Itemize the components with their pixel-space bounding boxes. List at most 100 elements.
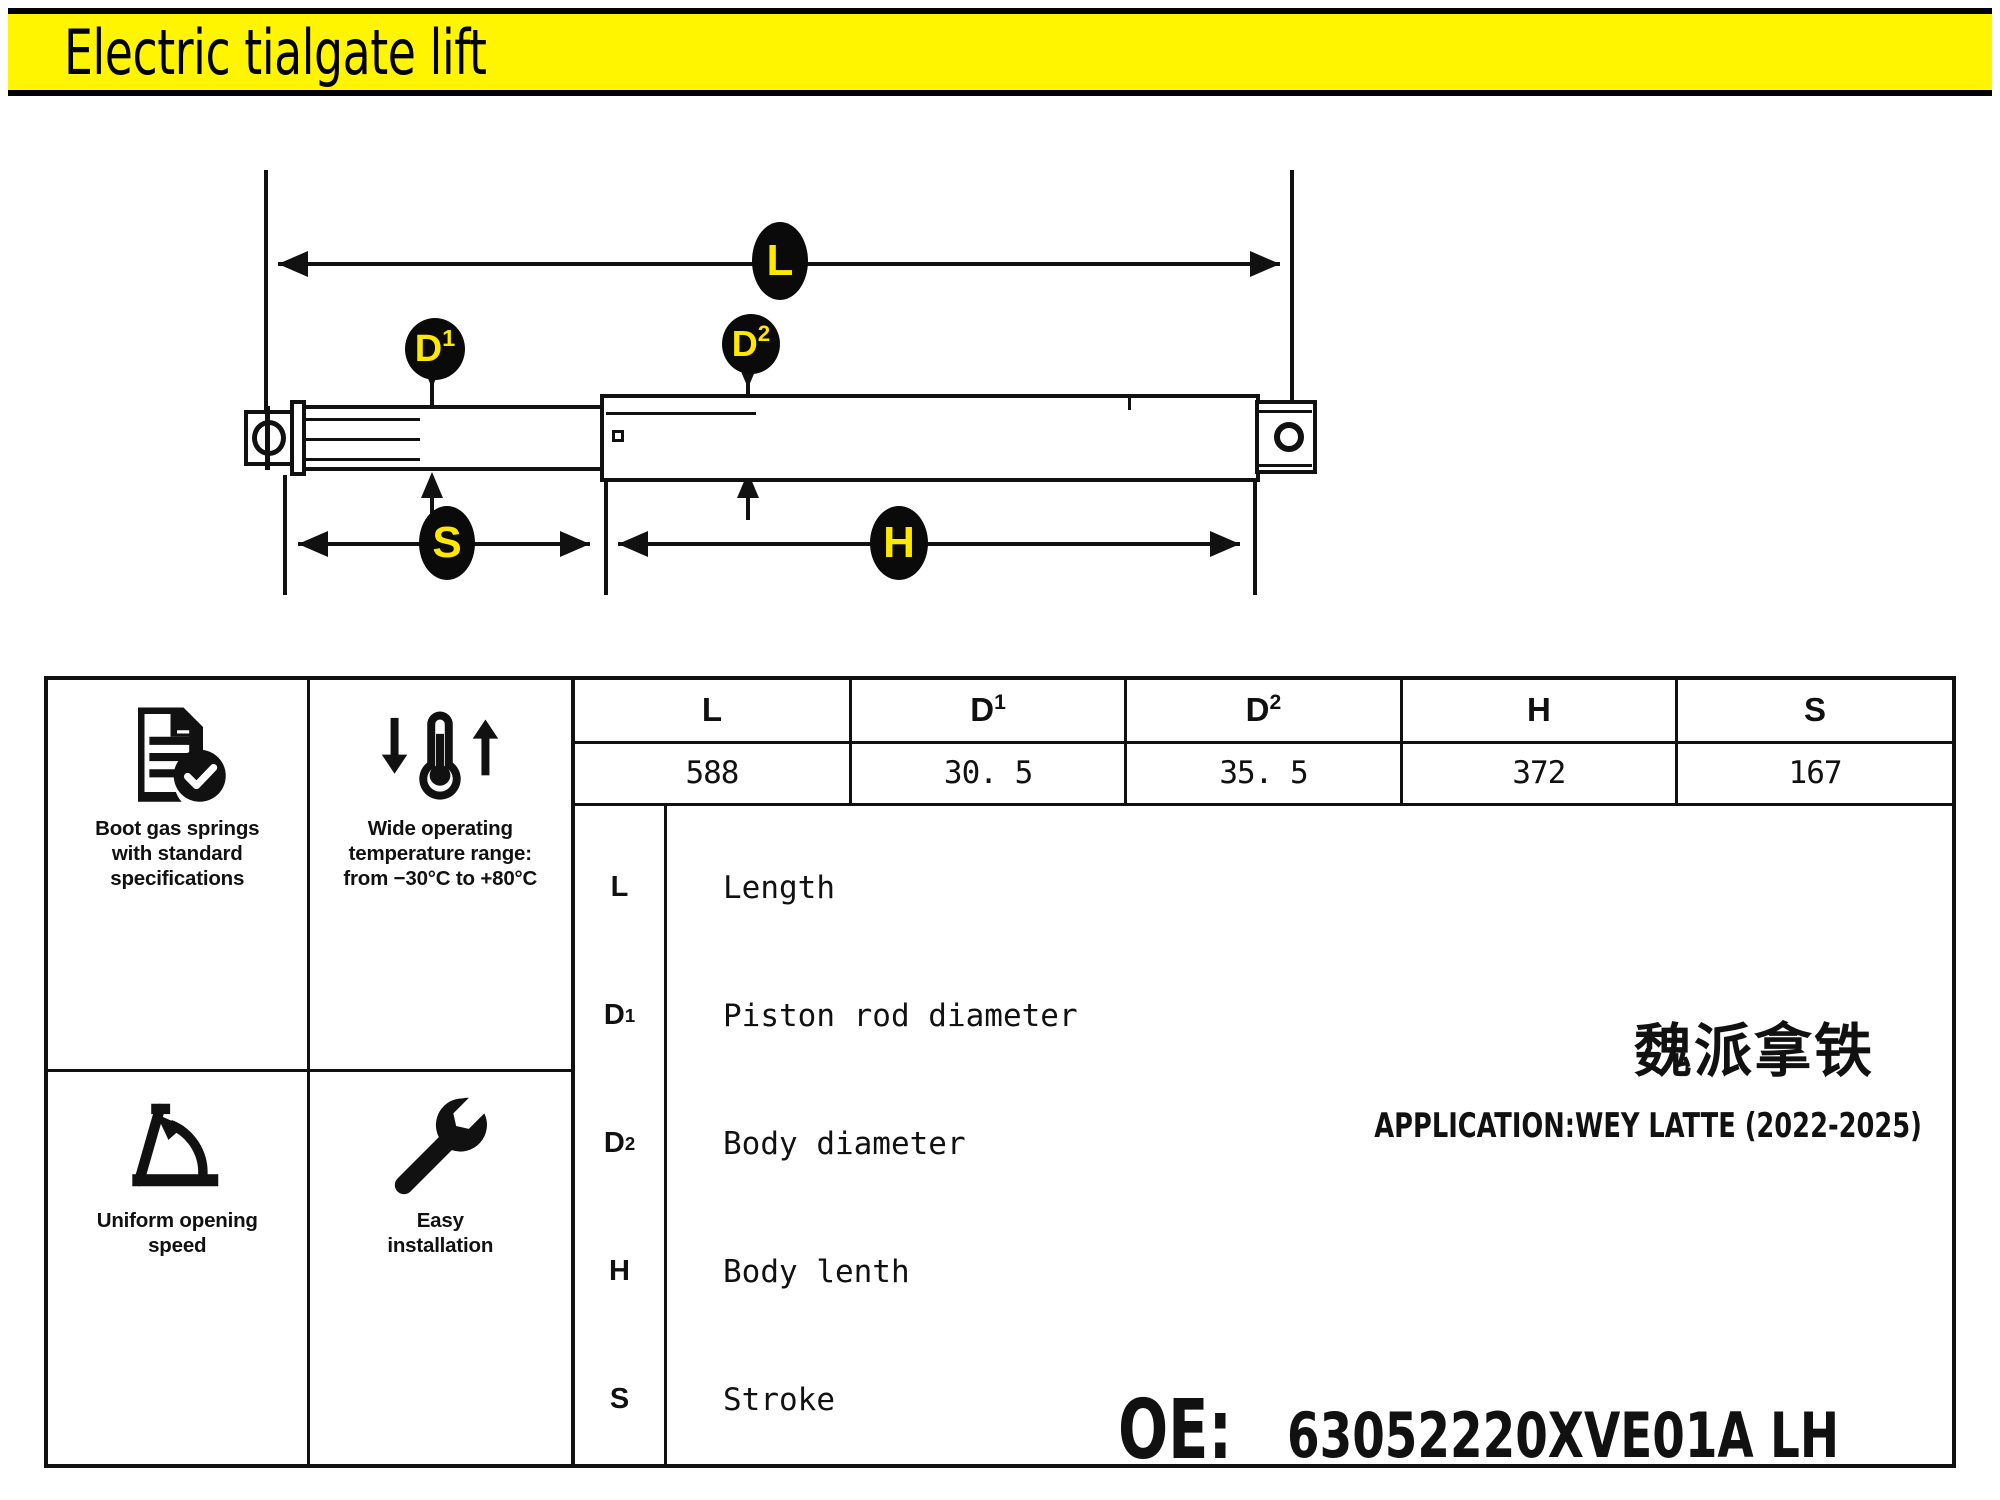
badge-length: L xyxy=(752,222,808,300)
spec-value-s: 167 xyxy=(1675,740,1952,806)
feature-grid: Boot gas springs with standard specifica… xyxy=(48,680,575,1464)
legend-description-column: Length Piston rod diameter Body diameter… xyxy=(667,806,1952,1472)
oe-value: 63052220XVE01A LH xyxy=(1286,1398,1839,1472)
arrow-right-body-length xyxy=(1210,531,1240,557)
brand-name-chinese: 魏派拿铁 xyxy=(1633,1016,1874,1085)
legend-key-h: H xyxy=(575,1208,664,1336)
spec-and-legend: L D1 D2 H S 588 30. 5 35. 5 372 167 xyxy=(575,680,1952,1472)
legend-key-d1-sup: 1 xyxy=(624,1004,636,1026)
angle-open-icon xyxy=(122,1086,232,1204)
cylinder-port-marker xyxy=(612,430,624,442)
spec-table-value-row: 588 30. 5 35. 5 372 167 xyxy=(575,740,1952,806)
extension-line-right-overall xyxy=(1290,170,1294,460)
title-banner: Electric tialgate lift xyxy=(8,8,1992,96)
feature-uniform-opening: Uniform opening speed xyxy=(48,1072,310,1464)
legend-desc-length: Length xyxy=(723,869,835,906)
arrow-up-d1 xyxy=(421,472,443,498)
legend-key-d2-base: D xyxy=(603,1127,625,1160)
feature-label-uniform-opening: Uniform opening speed xyxy=(96,1209,258,1257)
badge-length-text: L xyxy=(766,236,794,285)
dimension-line-body-length xyxy=(618,542,1240,546)
cylinder-seam xyxy=(606,412,756,415)
feature-easy-installation: Easy installation xyxy=(310,1072,572,1464)
badge-body-length-text: H xyxy=(883,518,915,567)
badge-d2-base: D xyxy=(731,323,758,364)
spec-header-s-base: S xyxy=(1804,691,1827,729)
leader-line-d1-lower xyxy=(430,485,434,517)
spec-header-l-base: L xyxy=(701,691,723,729)
badge-stroke-text: S xyxy=(432,518,462,567)
spec-header-d1-base: D xyxy=(970,691,995,729)
right-fitting-stripe-1 xyxy=(1258,410,1312,413)
badge-body-length: H xyxy=(870,506,928,580)
extension-line-right-body xyxy=(1253,475,1257,595)
spec-value-h: 372 xyxy=(1399,740,1679,806)
specification-panel: Boot gas springs with standard specifica… xyxy=(44,676,1956,1472)
arrow-right-length xyxy=(1250,251,1280,277)
rod-stripe-1 xyxy=(300,418,420,421)
cylinder-body xyxy=(600,394,1260,482)
arrow-right-stroke xyxy=(560,531,590,557)
legend-key-s: S xyxy=(575,1336,664,1464)
arrow-left-stroke xyxy=(298,531,328,557)
legend-desc-piston-rod-diameter: Piston rod diameter xyxy=(723,997,1078,1034)
spec-value-d1: 30. 5 xyxy=(848,740,1128,806)
legend-key-s-base: S xyxy=(609,1383,630,1416)
legend-desc-body-diameter: Body diameter xyxy=(723,1125,966,1162)
right-fitting-stripe-2 xyxy=(1258,464,1312,467)
spec-value-l: 588 xyxy=(575,740,852,806)
spec-table-header-row: L D1 D2 H S xyxy=(575,680,1952,744)
legend-key-l-base: L xyxy=(610,871,629,904)
extension-line-mid-stroke xyxy=(604,475,608,595)
wrench-icon xyxy=(388,1086,492,1204)
page-title: Electric tialgate lift xyxy=(64,15,487,89)
spec-header-d2: D2 xyxy=(1124,680,1403,744)
specification-table: L D1 D2 H S 588 30. 5 35. 5 372 167 xyxy=(575,680,1952,806)
spec-header-d2-sup: 2 xyxy=(1269,691,1282,715)
legend-desc-stroke: Stroke xyxy=(723,1381,835,1418)
feature-boot-gas-springs: Boot gas springs with standard specifica… xyxy=(48,680,310,1072)
badge-stroke: S xyxy=(419,506,475,580)
extension-line-left-stroke xyxy=(283,475,287,595)
spec-header-s: S xyxy=(1675,680,1952,744)
thermometer-icon xyxy=(381,694,499,812)
oe-number-row: OE: 63052220XVE01A LH xyxy=(1118,1383,1944,1479)
legend-key-d1-base: D xyxy=(603,999,625,1032)
oe-label: OE: xyxy=(1118,1383,1233,1479)
document-check-icon xyxy=(123,694,231,812)
arrow-left-body-length xyxy=(618,531,648,557)
leader-line-d2 xyxy=(746,372,750,412)
spec-header-d2-base: D xyxy=(1245,691,1270,729)
spec-header-h: H xyxy=(1399,680,1679,744)
cylinder-tick xyxy=(1128,396,1131,410)
spec-header-l: L xyxy=(575,680,852,744)
spec-header-d1: D1 xyxy=(848,680,1128,744)
spec-header-h-base: H xyxy=(1526,691,1551,729)
application-text: APPLICATION:WEY LATTE (2022-2025) xyxy=(1374,1105,1922,1146)
right-ball-socket-icon xyxy=(1274,422,1304,452)
legend-key-l: L xyxy=(575,824,664,952)
spec-value-d2: 35. 5 xyxy=(1124,740,1403,806)
left-ball-pin xyxy=(265,406,270,470)
feature-label-boot-gas-springs: Boot gas springs with standard specifica… xyxy=(95,817,260,890)
feature-temperature-range: Wide operating temperature range: from −… xyxy=(309,680,571,1072)
feature-label-easy-installation: Easy installation xyxy=(387,1209,494,1257)
feature-label-temperature-range: Wide operating temperature range: from −… xyxy=(343,817,538,890)
arrow-left-length xyxy=(278,251,308,277)
rod-stripe-3 xyxy=(300,458,420,461)
spec-header-d1-sup: 1 xyxy=(994,691,1006,715)
badge-d1-base: D xyxy=(414,328,443,370)
legend-key-h-base: H xyxy=(609,1255,630,1288)
leader-line-d1 xyxy=(430,380,434,418)
legend-desc-body-length: Body lenth xyxy=(723,1253,910,1290)
extension-line-left-overall xyxy=(264,170,268,460)
leader-line-d2-bottom xyxy=(746,490,750,520)
rod-stripe-2 xyxy=(300,438,420,441)
